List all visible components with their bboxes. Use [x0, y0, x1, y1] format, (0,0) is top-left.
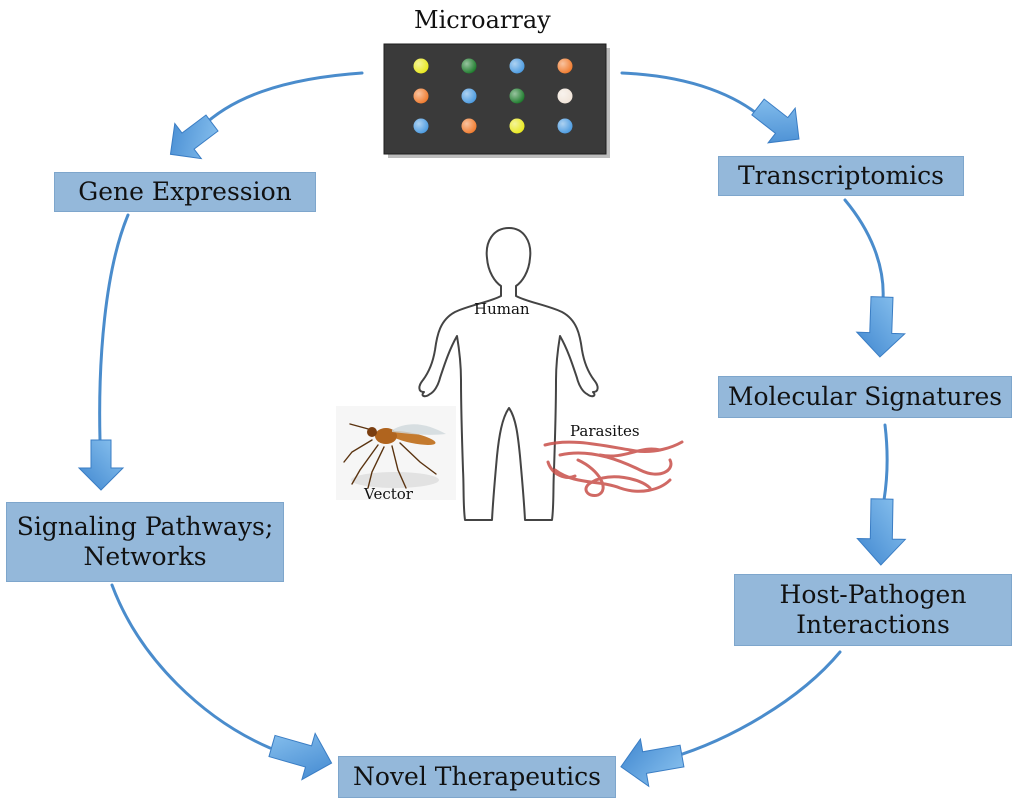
- microarray-dots: [413, 58, 573, 134]
- molecular-signatures-label: Molecular Signatures: [727, 382, 1003, 411]
- human-silhouette-icon: [418, 227, 599, 521]
- microarray-dot-highlight: [461, 88, 477, 104]
- microarray-dot-highlight: [509, 58, 525, 74]
- arrowhead-to-therapeutics-left: [268, 732, 333, 781]
- novel-therapeutics-label: Novel Therapeutics: [353, 762, 601, 791]
- microarray-dot-highlight: [413, 58, 429, 74]
- host-pathogen-label-line2: Interactions: [796, 610, 950, 639]
- microarray-dot-highlight: [509, 88, 525, 104]
- signaling-pathways-label-line2: Networks: [83, 542, 207, 571]
- microarray-dot-highlight: [557, 118, 573, 134]
- arrowhead-to-host-pathogen: [856, 498, 907, 566]
- vector-label: Vector: [364, 485, 413, 503]
- host-pathogen-label-line1: Host-Pathogen: [779, 580, 967, 609]
- arrowhead-to-signaling: [77, 439, 125, 491]
- curve-host-pathogen-to-therapeutics: [668, 650, 842, 760]
- arrowhead-to-therapeutics-right: [620, 737, 685, 788]
- parasite-worms-icon: [543, 440, 684, 498]
- novel-therapeutics-box: Novel Therapeutics: [338, 756, 616, 798]
- microarray-dot-highlight: [413, 118, 429, 134]
- mosquito-icon: [336, 406, 456, 500]
- cycle-arrowheads: [77, 98, 907, 788]
- curve-signaling-to-therapeutics: [110, 583, 272, 750]
- parasites-label: Parasites: [570, 422, 640, 440]
- curve-gene-expression-to-signaling: [98, 213, 130, 442]
- molecular-signatures-box: Molecular Signatures: [718, 376, 1012, 418]
- signaling-pathways-label-line1: Signaling Pathways;: [16, 512, 274, 541]
- signaling-pathways-box: Signaling Pathways; Networks: [6, 502, 284, 582]
- curve-molecular-to-host-pathogen: [882, 423, 889, 502]
- curve-transcriptomics-to-molecular: [843, 198, 885, 302]
- arrowhead-to-molecular: [855, 296, 906, 358]
- transcriptomics-box: Transcriptomics: [718, 156, 964, 196]
- microarray-title: Microarray: [414, 6, 551, 34]
- microarray-dot-highlight: [461, 58, 477, 74]
- curve-microarray-to-transcriptomics: [620, 71, 772, 127]
- host-pathogen-box: Host-Pathogen Interactions: [734, 574, 1012, 646]
- arrowhead-to-gene-expression: [169, 114, 219, 160]
- arrowhead-to-transcriptomics: [751, 98, 800, 144]
- microarray-dot-highlight: [557, 88, 573, 104]
- transcriptomics-label: Transcriptomics: [737, 161, 945, 190]
- microarray-chip: [383, 43, 610, 158]
- microarray-dot-highlight: [557, 58, 573, 74]
- microarray-dot-highlight: [509, 118, 525, 134]
- microarray-dot-highlight: [461, 118, 477, 134]
- gene-expression-box: Gene Expression: [54, 172, 316, 212]
- human-label: Human: [474, 300, 530, 318]
- gene-expression-label: Gene Expression: [78, 177, 292, 206]
- microarray-dot-highlight: [413, 88, 429, 104]
